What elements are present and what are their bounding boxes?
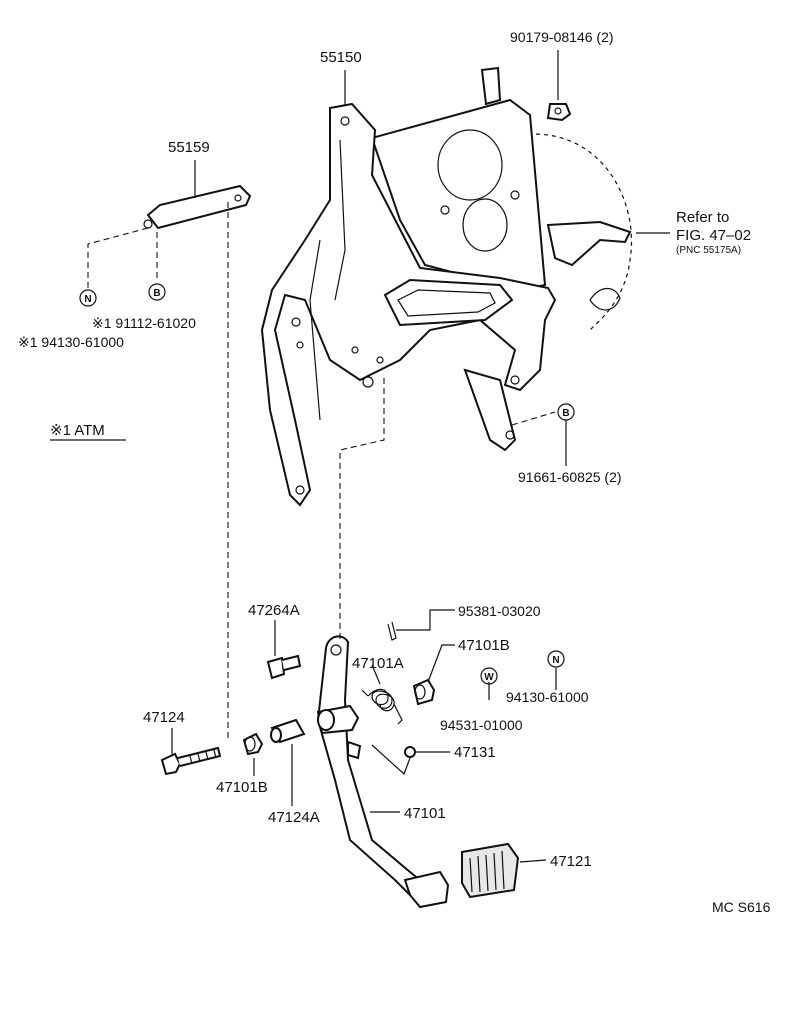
bolt-47124: [160, 746, 222, 776]
label-refer-to: Refer to: [676, 209, 729, 226]
circle-marker-w: W: [480, 667, 498, 685]
pedal-bracket-55150: [260, 66, 633, 507]
pin-95381: [387, 621, 397, 641]
label-47264a: 47264A: [248, 602, 300, 619]
label-atm-note: ※1 ATM: [50, 422, 105, 439]
circle-marker-b-right: B: [557, 403, 575, 421]
svg-text:W: W: [484, 672, 494, 683]
bolt-47264a: [266, 654, 302, 680]
svg-text:B: B: [562, 408, 569, 419]
label-47124: 47124: [143, 709, 185, 726]
label-95381-03020: 95381-03020: [458, 603, 541, 619]
svg-text:N: N: [552, 655, 559, 666]
label-47121: 47121: [550, 853, 592, 870]
spring-47101a: [361, 688, 403, 725]
pedal-arm-47101: [316, 635, 422, 897]
label-fig-47-02: FIG. 47–02: [676, 227, 751, 244]
nut-90179: [546, 103, 572, 122]
label-47101b-top: 47101B: [458, 637, 510, 654]
circle-marker-b-left: B: [148, 283, 166, 301]
svg-text:N: N: [84, 294, 91, 305]
label-47101: 47101: [404, 805, 446, 822]
bushing-47101b-top: [412, 678, 436, 706]
leader-lines: [171, 50, 670, 863]
label-47101a: 47101A: [352, 655, 404, 672]
label-94531-01000: 94531-01000: [440, 717, 523, 733]
label-47131: 47131: [454, 744, 496, 761]
label-94130-61000-right: 94130-61000: [506, 689, 589, 705]
label-94130-61000-left: ※1 94130-61000: [18, 334, 124, 350]
label-90179-08146: 90179-08146 (2): [510, 29, 614, 45]
label-55150: 55150: [320, 49, 362, 66]
label-pnc-55175a: (PNC 55175A): [676, 245, 741, 256]
stay-55159: [143, 184, 252, 230]
label-ref-code: MC S616: [712, 899, 771, 915]
label-91661-60825: 91661-60825 (2): [518, 469, 622, 485]
circle-marker-n-left: N: [79, 289, 97, 307]
label-91112-61020: ※1 91112-61020: [92, 315, 196, 331]
pedal-pad-47121: [461, 842, 520, 899]
circle-marker-n-right: N: [547, 650, 565, 668]
label-47101b-bottom: 47101B: [216, 779, 268, 796]
svg-text:B: B: [153, 288, 160, 299]
label-55159: 55159: [168, 139, 210, 156]
cushion-47131: [404, 746, 416, 758]
pedal-arm-end: [403, 870, 450, 909]
bushing-47101b-bottom: [242, 732, 264, 756]
label-47124a: 47124A: [268, 809, 320, 826]
phantom-lines: [87, 202, 556, 740]
collar-47124a: [270, 718, 306, 744]
